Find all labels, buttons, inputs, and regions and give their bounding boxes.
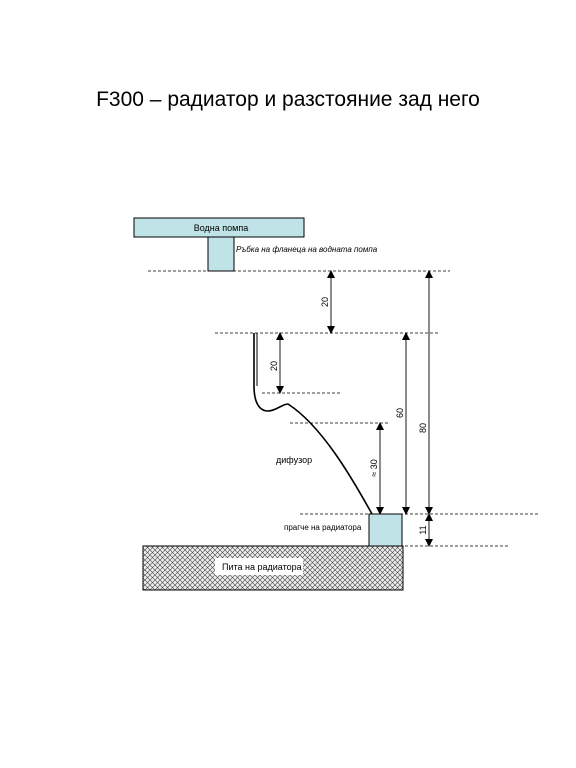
page-title: F300 – радиатор и разстояние зад него [96, 88, 480, 111]
dim-label-diffuser-total: 60 [395, 408, 405, 418]
diffuser-profile [253, 333, 373, 515]
dim-label-overall: 80 [418, 423, 428, 433]
water-pump-label: Водна помпа [194, 223, 248, 233]
dim-label-straight: 20 [269, 361, 279, 371]
dim-label-sill: 11 [418, 525, 428, 534]
dim-label-slope: ≈ 30 [369, 459, 379, 476]
radiator-sill-label: прагче на радиатора [284, 523, 362, 532]
pump-flange [207, 236, 235, 272]
radiator-core-label: Пита на радиатора [222, 562, 302, 572]
dim-label-pump-to-diffuser: 20 [320, 297, 330, 307]
radiator-sill [368, 513, 403, 547]
radiator-core-label-box [215, 558, 303, 575]
pump-flange-edge-label: Ръбка на фланеца на водната помпа [236, 245, 378, 254]
diffuser-label: дифузор [276, 455, 312, 465]
